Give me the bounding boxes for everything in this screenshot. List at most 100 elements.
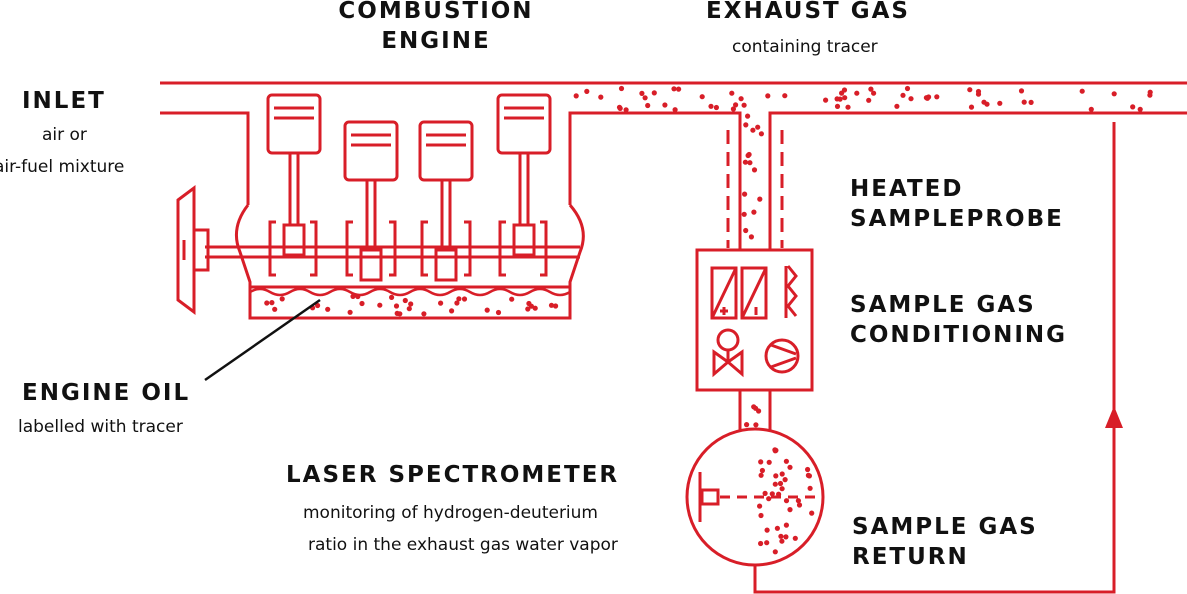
tracer-dot [751,167,758,173]
tracer-dot [842,95,848,101]
tracer-dot [449,308,455,314]
tracer-dot [796,502,803,508]
tracer-dot [894,103,900,109]
tracer-dot [355,293,361,300]
tracer-dot [772,481,778,487]
tracer-dot [783,534,789,540]
arrow-up-icon [1105,406,1123,428]
tracer-dot [765,93,771,99]
crankshaft [205,245,580,259]
filter-icon [740,266,768,320]
piston-3 [418,120,474,282]
piston-1 [266,93,322,277]
tracer-dot [421,311,427,317]
tracer-dot [730,106,737,112]
tracer-dot [733,102,739,108]
tracer-dot [782,477,788,483]
tracer-dot [841,87,848,93]
tracer-dot [776,491,782,497]
tracer-dot [279,296,285,302]
tracer-dot [525,306,531,312]
tracer-dot [456,296,462,302]
valve-icon [712,349,744,378]
tracer-dot [553,303,559,309]
tracer-dot [747,160,753,166]
tracer-dot [642,95,648,101]
tracer-dot [389,294,395,300]
tracer-dot [548,302,555,308]
tracer-dot [854,90,860,96]
tracer-dot [783,458,790,464]
tracer-dot [766,459,772,465]
tracer-dot [748,234,755,240]
tracer-dot [1028,99,1034,105]
piston-4 [496,93,552,277]
tracer-dot [757,196,763,202]
tracer-dot [778,533,784,539]
heater-icon [710,266,738,320]
tracer-dot [759,467,766,474]
tracer-dot [617,105,623,111]
conditioning-box [695,248,814,392]
tracer-dot [729,90,735,96]
tracer-dot [584,88,590,94]
tracer-dot [904,85,911,92]
tracer-dot [758,512,764,519]
tracer-dot [662,102,668,108]
tracer-dot [484,307,490,313]
engine-block [234,204,585,320]
tracer-dot [741,211,747,217]
return-line [753,122,1116,594]
tracer-dot [1130,104,1136,110]
tracer-dot [758,472,764,478]
piston-2 [343,120,399,282]
engine-oil-title: ENGINE OIL [22,380,191,406]
spectrometer-cell-icon [685,427,825,567]
tracer-dot [756,408,762,414]
tracer-dot [984,101,990,107]
tracer-dot [757,503,763,509]
tracer-dot [753,422,759,428]
tracer-dot [671,86,677,92]
tracer-dot [908,96,914,102]
tracer-dot [1018,88,1025,94]
tracer-dot [866,97,872,103]
tracer-dot [792,535,798,541]
sample-line [738,390,772,430]
heated-probe-title: HEATED SAMPLEPROBE [850,174,1064,234]
tracer-dot [393,303,400,309]
oil-wave [249,287,571,297]
tracer-dot [454,300,460,306]
cooler-icon [784,265,798,318]
tracer-dot [708,103,714,109]
sampleprobe-line: SAMPLEPROBE [850,206,1064,232]
tracer-dot [1137,106,1143,112]
pump-icon [764,338,800,374]
tracer-dot [779,538,785,544]
tracer-dot [834,103,841,109]
tracer-dot [676,86,682,92]
tracer-dot [779,486,785,492]
tracer-dot [934,94,940,100]
tracer-dot [868,86,874,92]
tracer-dot [269,300,275,306]
laser-spectrometer-title: LASER SPECTROMETER [286,462,620,488]
tracer-dot [645,102,651,109]
tracer-dot [783,498,790,504]
tracer-dot [751,209,757,215]
tracer-dot [755,124,761,130]
tracer-dot [779,471,785,477]
sample-gas-return-line: SAMPLE GAS [852,514,1038,540]
tracer-dot [823,97,829,103]
tracer-dot [1147,92,1153,98]
tracer-dot [997,100,1003,106]
tracer-dot [795,498,802,504]
tracer-dot [924,95,931,101]
tracer-dot [573,93,579,99]
tracer-dot [764,540,770,546]
tracer-dot [750,127,756,133]
combustion-line: COMBUSTION [338,0,534,24]
gas-return-title: SAMPLE GAS RETURN [852,512,1038,572]
tracer-dot [495,309,502,316]
